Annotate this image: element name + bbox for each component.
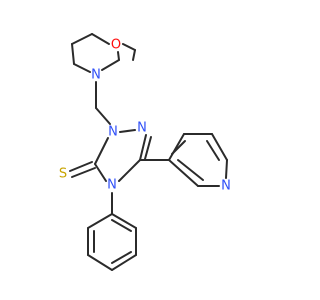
bond-pyr-c3-c4 — [211, 133, 228, 161]
bond-pyr-c5-c1-double — [177, 159, 204, 181]
bond-ch2-triazole-n1 — [95, 107, 111, 125]
atom-nitrogen-triazole-n1: N — [108, 125, 118, 140]
bond-triazole-c5-n1 — [94, 137, 109, 165]
bond-c-s-1 — [69, 161, 93, 172]
atom-label-layer: O N N N N N S — [59, 38, 231, 194]
bond-pyr-c1-c2 — [168, 133, 185, 161]
bond-triazole-n2-c3 — [139, 134, 147, 161]
bond-morpholine-c6-c4 — [132, 49, 136, 61]
bond-c-s-2 — [71, 167, 96, 178]
bond-ph-c1-c2 — [87, 213, 113, 229]
atom-nitrogen-morpholine: N — [91, 68, 101, 83]
atom-nitrogen-triazole-n4: N — [107, 178, 117, 193]
bond-pyr-c1-c2-double — [171, 140, 186, 155]
atom-sulfur-thione: S — [59, 167, 67, 182]
bond-morpholine-c4-c5 — [117, 51, 120, 61]
bond-pyr-c3-c4-double — [206, 140, 220, 161]
bond-ph-c6-c1 — [111, 213, 137, 229]
bond-triazole-n4-c5 — [94, 163, 107, 182]
bond-ph-c3-c4 — [87, 254, 113, 271]
bond-ph-c4-c5-double — [111, 251, 132, 264]
atom-oxygen-morpholine: O — [111, 38, 121, 53]
bond-ph-c4-c5 — [111, 254, 137, 271]
bond-morpholine-o-c1 — [91, 33, 110, 45]
bond-triazole-c3-n4 — [118, 159, 141, 182]
atom-nitrogen-triazole-n2: N — [137, 121, 147, 136]
bond-morpholine-c3-n — [73, 63, 91, 73]
bond-morpholine-c2-c3 — [71, 43, 75, 65]
bond-layer — [69, 33, 228, 271]
bond-pyr-c5-c1 — [168, 159, 199, 187]
bond-morpholine-c1-c2 — [71, 33, 93, 45]
bond-morpholine-o-c6 — [122, 43, 136, 51]
bond-ph-c6-c1-double — [111, 219, 132, 232]
bond-triazole-n1-n2 — [119, 129, 136, 133]
molecule-structure-diagram: O N N N N N S — [59, 33, 231, 271]
bond-morpholine-n-c4 — [101, 59, 120, 71]
atom-nitrogen-pyridine: N — [221, 179, 231, 194]
bond-pyr-c4-n — [225, 159, 228, 179]
bond-triazole-n2-c3-double — [144, 136, 152, 160]
